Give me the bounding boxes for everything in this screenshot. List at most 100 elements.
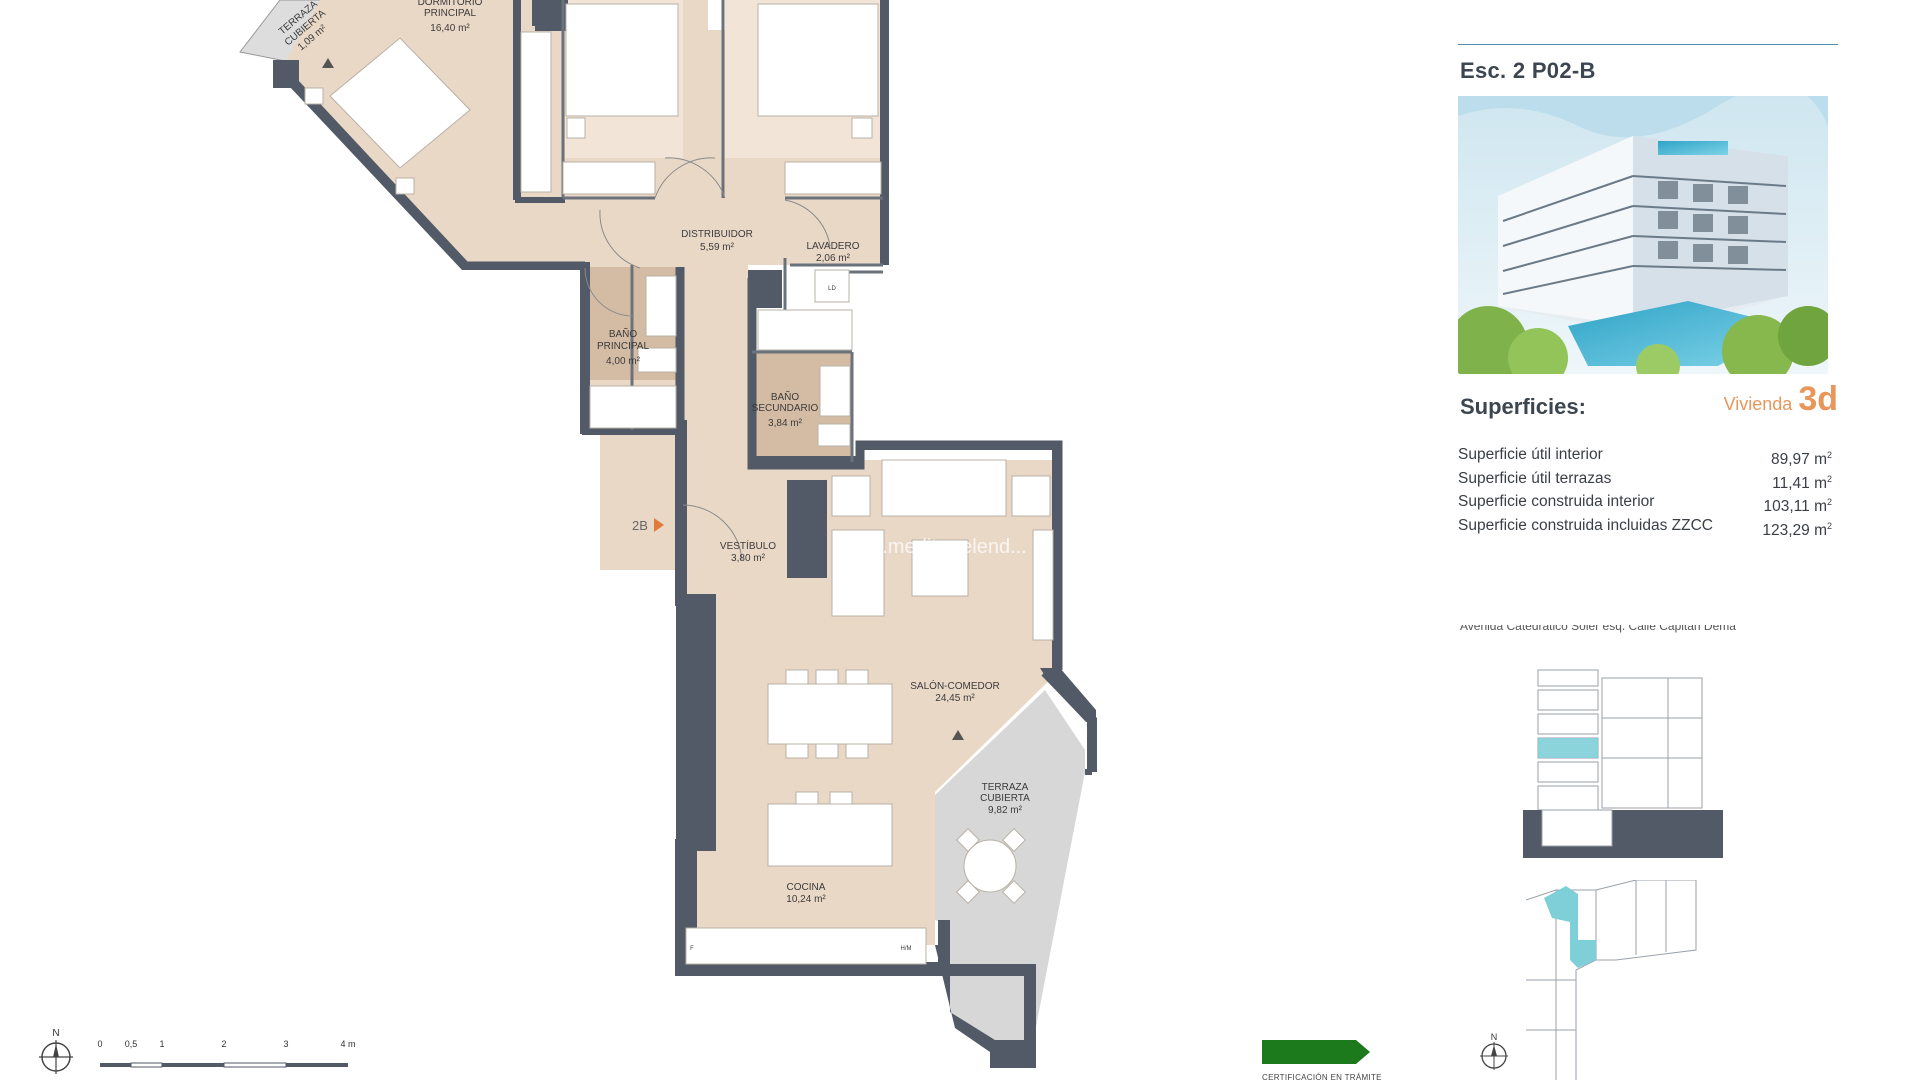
chair-3: [845, 669, 869, 685]
info-panel: Esc. 2 P02-B: [1458, 0, 1838, 1080]
door-arc-1: [654, 157, 716, 199]
wall-block-5: [677, 962, 942, 972]
sofa: [881, 459, 1007, 517]
label-dormitorio-1: DORMITORIO: [418, 0, 483, 8]
highlighted-unit: [1538, 738, 1598, 758]
chair-6: [845, 743, 869, 759]
sink-secundario: [819, 365, 851, 417]
label-terraza-cubierta-area: 9,82 m²: [988, 805, 1023, 816]
wall-block-8: [860, 442, 1060, 450]
label-salon-area: 24,45 m²: [935, 693, 975, 704]
nightstand-1: [304, 87, 324, 105]
scale-tick-1: 0,5: [125, 1039, 138, 1049]
kitchen-counter: [685, 927, 927, 965]
surface-exp: 2: [1826, 450, 1832, 460]
toilet-principal: [637, 347, 677, 373]
label-vestibulo: VESTÍBULO: [720, 539, 776, 552]
wardrobe-1: [520, 31, 552, 193]
door-arc-5: [682, 504, 743, 561]
wall-block-3: [676, 600, 716, 845]
wall-block-12: [787, 480, 827, 578]
label-bano-secundario-area: 3,84 m²: [768, 418, 803, 429]
label-frigo: F: [690, 946, 694, 952]
label-bano-secundario-2: SECUNDARIO: [752, 403, 819, 414]
surface-unit: m: [1814, 498, 1827, 516]
label-cocina: COCINA: [787, 882, 826, 893]
wall-block-16: [513, 0, 521, 200]
scale-tick-4: 3: [283, 1039, 288, 1049]
label-horno: H/M: [901, 946, 912, 952]
north-arrow-icon: N: [39, 1028, 73, 1074]
arrow-terrace-icon: [952, 730, 964, 740]
label-terraza-cubierta-2: CUBIERTA: [980, 793, 1030, 804]
door-arc-6: [584, 267, 635, 317]
washer: [814, 269, 850, 303]
wall-block-terrace: [935, 945, 1030, 1064]
entrance-label: 2B: [632, 518, 648, 533]
door-arc-4: [784, 199, 831, 247]
watermark: www.mediterrelend...: [839, 536, 1027, 558]
door-arc-2: [664, 157, 726, 199]
label-cocina-area: 10,24 m²: [786, 894, 826, 905]
key-plan-elevation: [1523, 669, 1723, 858]
terrace-chair-3: [955, 879, 981, 905]
surface-value: 123,29: [1762, 522, 1810, 540]
toilet-secundario: [817, 423, 851, 447]
label-salon: SALÓN-COMEDOR: [910, 679, 999, 692]
terrace-chair-4: [1001, 879, 1027, 905]
surface-row: Superficie útil terrazas 11,41 m2: [1458, 470, 1832, 494]
scale-tick-3: 2: [221, 1039, 226, 1049]
label-distribuidor-area: 5,59 m²: [700, 242, 735, 253]
nightstand-2: [395, 177, 415, 195]
key-plan-floor: [1526, 880, 1697, 1080]
surface-label: Superficie construida interior: [1458, 493, 1655, 511]
bed-2: [565, 3, 679, 117]
entrance-arrow-icon: [654, 518, 664, 532]
wardrobe-2: [562, 161, 656, 195]
surface-label: Superficie construida incluidas ZZCC: [1458, 516, 1713, 534]
north-arrow-small-icon: N: [1480, 1032, 1508, 1070]
address-text: Avenida Catedrático Soler esq. Calle Cap…: [1460, 625, 1736, 633]
door-arc-3: [599, 209, 641, 269]
label-terraza-cubierta-1: TERRAZA: [982, 782, 1029, 793]
label-dormitorio-2: PRINCIPAL: [424, 8, 476, 19]
dining-table: [767, 683, 893, 745]
armchair-1: [831, 475, 871, 517]
scale-tick-5: 4 m: [340, 1039, 355, 1049]
wall-block-13: [880, 0, 888, 265]
north-label: N: [52, 1028, 59, 1039]
stool-2: [829, 791, 853, 805]
bed-master: [329, 37, 471, 169]
unit-title: Esc. 2 P02-B: [1460, 58, 1596, 83]
surface-label: Superficie útil interior: [1458, 446, 1603, 463]
certification-arrow-icon: [1262, 1040, 1370, 1064]
north-label-small: N: [1491, 1032, 1498, 1042]
coffee-table: [911, 539, 969, 597]
label-vestibulo-area: 3,80 m²: [731, 553, 766, 564]
surface-exp: 2: [1826, 497, 1832, 508]
label-lavadero-area: 2,06 m²: [816, 253, 851, 264]
terrace-table: [963, 839, 1017, 893]
top-rule: [1458, 44, 1838, 45]
surface-exp: 2: [1826, 520, 1832, 531]
surface-unit: m: [1814, 522, 1827, 540]
label-dormitorio-area: 16,40 m²: [430, 23, 470, 34]
nightstand-3: [566, 117, 586, 139]
bed-3: [757, 3, 879, 117]
surface-value: 89,97: [1770, 451, 1810, 469]
surface-label: Superficie útil terrazas: [1458, 469, 1612, 487]
building-render: [1458, 96, 1828, 374]
vivienda-code: 3d: [1798, 380, 1838, 418]
surface-row: Superficie construida interior 103,11 m2: [1458, 493, 1832, 517]
chair-1: [785, 669, 809, 685]
label-bano-principal-1: BAÑO: [609, 327, 638, 340]
wall-block-7: [1028, 1040, 1034, 1064]
wall-salon-corner: [1040, 668, 1096, 722]
sink-principal: [589, 385, 677, 429]
vivienda-label: Vivienda: [1723, 394, 1793, 414]
terrace-chair-2: [1001, 827, 1027, 853]
wall-block-1: [532, 0, 562, 26]
wall-block-18: [1090, 720, 1096, 772]
surface-value: 103,11: [1763, 498, 1810, 516]
